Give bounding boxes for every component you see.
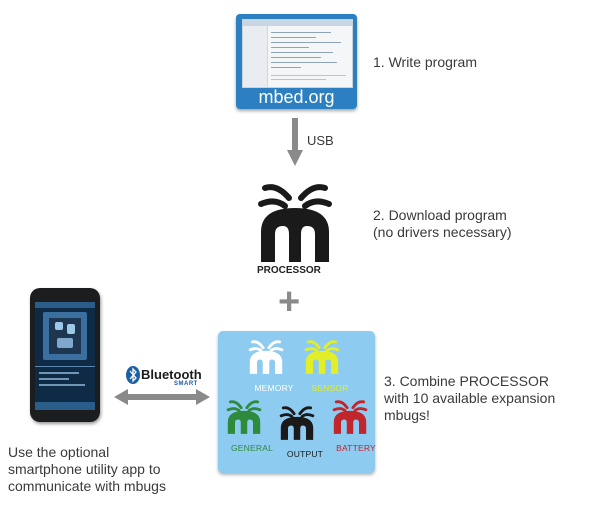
battery-mbug-icon — [332, 400, 368, 435]
phone-screen — [35, 302, 95, 410]
usb-label: USB — [307, 133, 334, 148]
bluetooth-brand: Bluetooth — [141, 367, 202, 382]
sensor-label: SENSOR — [311, 383, 349, 393]
mbed-site-label: mbed.org — [258, 87, 335, 107]
step-1-text: 1. Write program — [373, 54, 477, 70]
general-mbug-icon — [226, 400, 262, 435]
step-3-text: 3. Combine PROCESSOR with 10 available e… — [384, 373, 556, 423]
plus-sign: + — [278, 281, 301, 323]
mbed-editor-screenshot — [242, 19, 353, 88]
memory-mbug-icon — [248, 340, 284, 375]
memory-label: MEMORY — [254, 383, 294, 393]
output-mbug-icon — [279, 406, 315, 441]
mbed-website-panel: mbed.org — [236, 14, 357, 109]
bluetooth-smart-label: SMART — [174, 381, 198, 387]
output-label: OUTPUT — [286, 449, 324, 459]
battery-label: BATTERY — [336, 443, 376, 453]
processor-mbug-icon — [258, 184, 332, 262]
double-arrow-icon — [114, 389, 210, 405]
general-label: GENERAL — [230, 443, 274, 453]
smartphone — [30, 288, 100, 422]
expansion-mbugs-panel: MEMORY SENSOR GENERAL OUTPUT BATTERY — [218, 331, 376, 473]
processor-label: PROCESSOR — [257, 265, 321, 276]
bluetooth-icon — [126, 366, 140, 384]
step-2-text: 2. Download program (no drivers necessar… — [373, 207, 512, 240]
phone-app-caption: Use the optional smartphone utility app … — [8, 444, 166, 494]
sensor-mbug-icon — [304, 340, 340, 375]
down-arrow-icon — [287, 118, 303, 166]
